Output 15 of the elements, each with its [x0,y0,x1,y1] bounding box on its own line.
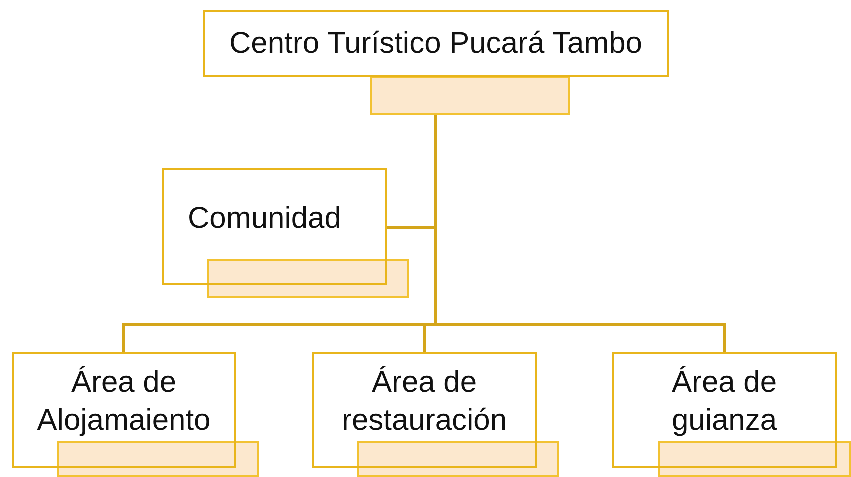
box-label: Área de Alojamaiento [36,365,212,438]
name-plate [357,441,559,477]
box-label: Área de guianza [670,365,778,438]
name-plate [658,441,851,477]
org-box [12,352,236,468]
name-plate [207,259,409,298]
org-box [162,168,387,285]
org-box [312,352,537,468]
box-label: Comunidad [188,201,342,237]
box-label: Centro Turístico Pucará Tambo [230,26,642,62]
box-label: Área de restauración [340,365,508,438]
name-plate [370,76,570,115]
org-box [203,10,669,77]
name-plate [57,441,259,477]
org-box [612,352,837,468]
